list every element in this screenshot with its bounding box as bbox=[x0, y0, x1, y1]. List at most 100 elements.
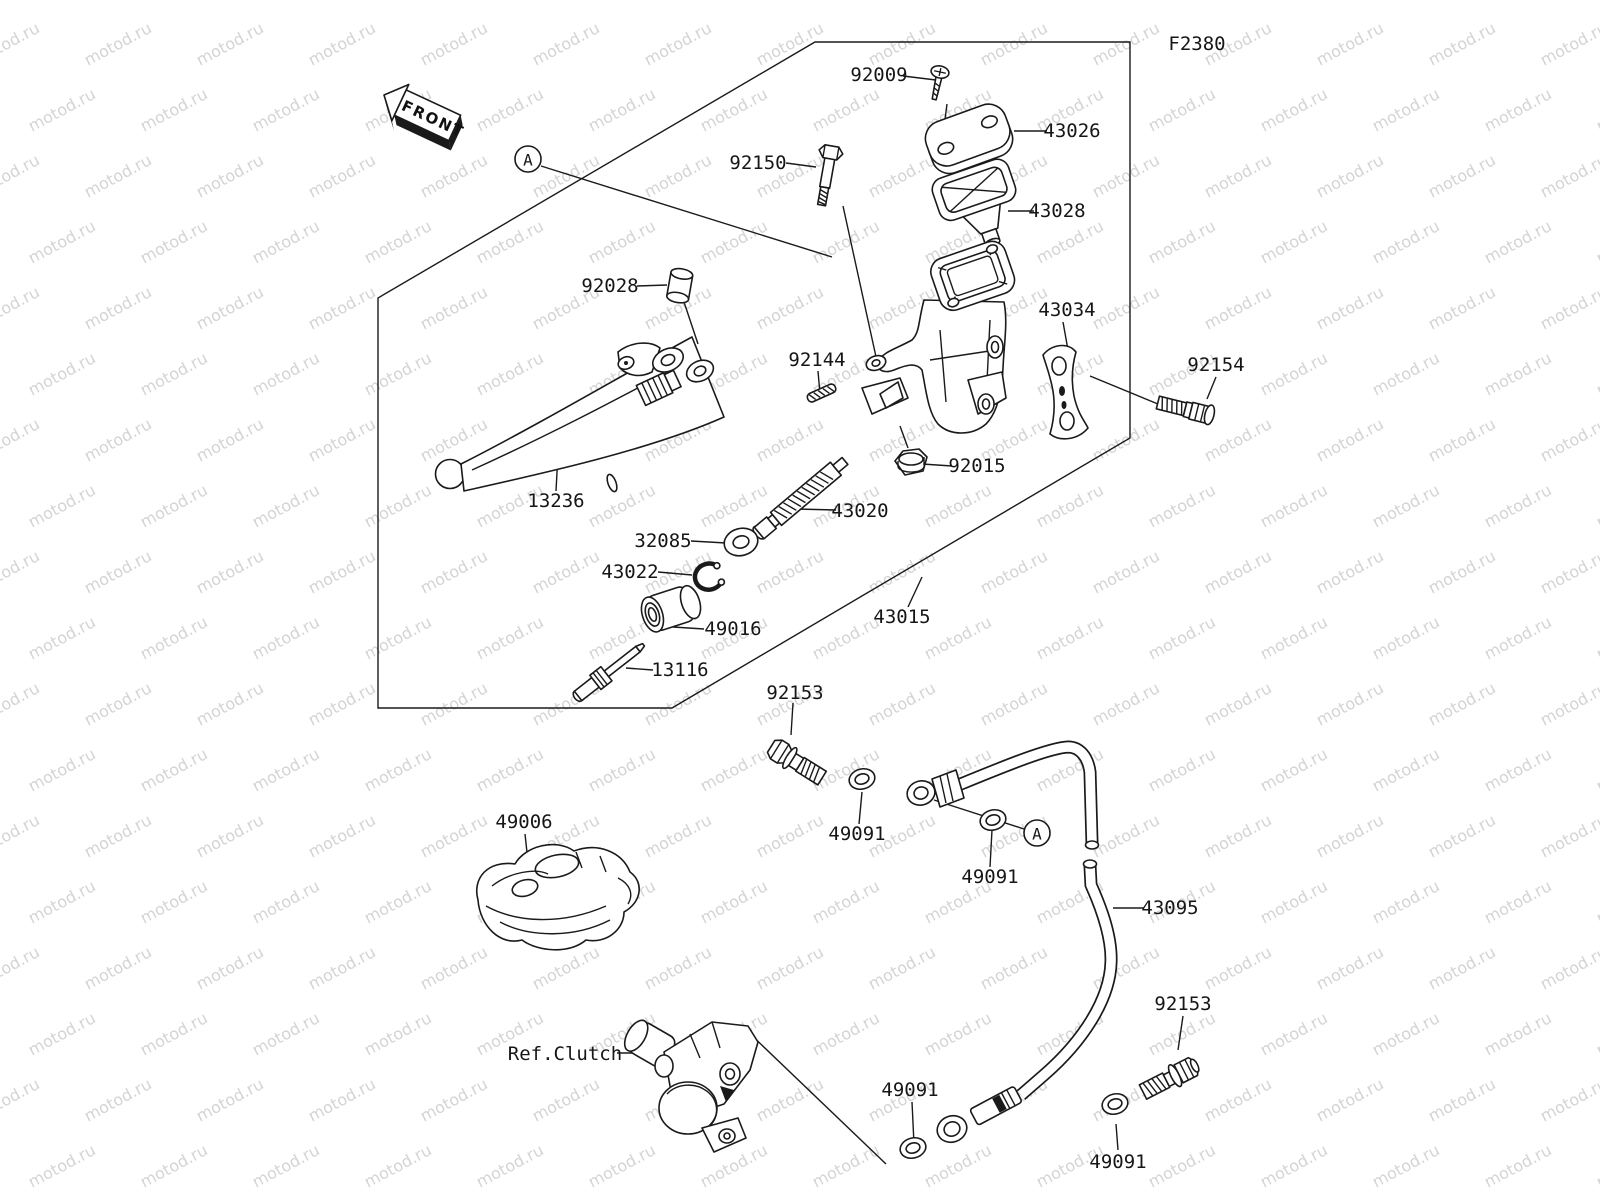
watermark-text: motod.ru bbox=[249, 0, 323, 4]
watermark-text: motod.ru bbox=[1145, 480, 1219, 531]
watermark-text: motod.ru bbox=[1425, 1074, 1499, 1125]
part-label-43028: 43028 bbox=[1028, 200, 1085, 222]
watermark-text: motod.ru bbox=[1201, 942, 1275, 993]
part-drawing-banjo-bolt-92153-top bbox=[766, 739, 828, 786]
svg-text:A: A bbox=[1032, 825, 1042, 844]
watermark-text: motod.ru bbox=[809, 1008, 883, 1059]
watermark-text: motod.ru bbox=[417, 18, 491, 69]
watermark-text: motod.ru bbox=[417, 1074, 491, 1125]
watermark-text: motod.ru bbox=[1425, 282, 1499, 333]
detail-marker-a: A bbox=[1023, 819, 1051, 847]
part-label-32085: 32085 bbox=[634, 530, 691, 552]
watermark-text: motod.ru bbox=[193, 414, 267, 465]
watermark-text: motod.ru bbox=[1089, 546, 1163, 597]
watermark-text: motod.ru bbox=[1089, 942, 1163, 993]
watermark-text: motod.ru bbox=[809, 876, 883, 927]
watermark-text: motod.ru bbox=[809, 1140, 883, 1191]
watermark-text: motod.ru bbox=[1537, 1074, 1600, 1125]
watermark-text: motod.ru bbox=[417, 150, 491, 201]
watermark-text: motod.ru bbox=[249, 1140, 323, 1191]
watermark-text: motod.ru bbox=[921, 1140, 995, 1191]
watermark-text: motod.ru bbox=[1201, 150, 1275, 201]
watermark-text: motod.ru bbox=[361, 0, 435, 4]
watermark-text: motod.ru bbox=[25, 612, 99, 663]
watermark-text: motod.ru bbox=[697, 876, 771, 927]
watermark-text: motod.ru bbox=[417, 942, 491, 993]
watermark-text: motod.ru bbox=[193, 546, 267, 597]
watermark-text: motod.ru bbox=[361, 744, 435, 795]
watermark-text: motod.ru bbox=[1313, 546, 1387, 597]
watermark-text: motod.ru bbox=[193, 1074, 267, 1125]
watermark-text: motod.ru bbox=[1593, 1008, 1600, 1059]
watermark-text: motod.ru bbox=[641, 150, 715, 201]
watermark-text: motod.ru bbox=[137, 1008, 211, 1059]
watermark-text: motod.ru bbox=[25, 216, 99, 267]
watermark-text: motod.ru bbox=[865, 942, 939, 993]
part-drawing-washer-49091-b bbox=[979, 808, 1007, 832]
watermark-text: motod.ru bbox=[361, 1008, 435, 1059]
watermark-text: motod.ru bbox=[1313, 810, 1387, 861]
callout-labels: F238092009430269215043028920284303492154… bbox=[495, 33, 1244, 1173]
watermark-text: motod.ru bbox=[1257, 1008, 1331, 1059]
watermark-text: motod.ru bbox=[1033, 216, 1107, 267]
watermark-text: motod.ru bbox=[753, 1074, 827, 1125]
watermark-text: motod.ru bbox=[193, 150, 267, 201]
watermark-text: motod.ru bbox=[0, 942, 43, 993]
watermark-text: motod.ru bbox=[249, 480, 323, 531]
watermark-text: motod.ru bbox=[361, 1140, 435, 1191]
watermark-text: motod.ru bbox=[1201, 282, 1275, 333]
watermark-text: motod.ru bbox=[1537, 282, 1600, 333]
watermark-text: motod.ru bbox=[697, 216, 771, 267]
watermark-text: motod.ru bbox=[1257, 216, 1331, 267]
watermark-text: motod.ru bbox=[1593, 84, 1600, 135]
watermark-text: motod.ru bbox=[1145, 84, 1219, 135]
watermark-text: motod.ru bbox=[1425, 942, 1499, 993]
watermark-text: motod.ru bbox=[1593, 480, 1600, 531]
watermark-text: motod.ru bbox=[305, 678, 379, 729]
watermark-text: motod.ru bbox=[641, 810, 715, 861]
part-label-92028: 92028 bbox=[581, 275, 638, 297]
watermark-text: motod.ru bbox=[1257, 84, 1331, 135]
part-drawing-rod-13116 bbox=[572, 642, 646, 703]
watermark-text: motod.ru bbox=[1145, 216, 1219, 267]
watermark-text: motod.ru bbox=[193, 678, 267, 729]
watermark-text: motod.ru bbox=[585, 84, 659, 135]
watermark-text: motod.ru bbox=[1201, 1074, 1275, 1125]
watermark-text: motod.ru bbox=[641, 942, 715, 993]
watermark-text: motod.ru bbox=[473, 612, 547, 663]
watermark-text: motod.ru bbox=[81, 18, 155, 69]
watermark-text: motod.ru bbox=[529, 1074, 603, 1125]
watermark-text: motod.ru bbox=[1313, 18, 1387, 69]
watermark-text: motod.ru bbox=[1089, 678, 1163, 729]
part-label-92144: 92144 bbox=[788, 349, 845, 371]
watermark-text: motod.ru bbox=[249, 1008, 323, 1059]
watermark-text: motod.ru bbox=[473, 744, 547, 795]
part-drawing-washer-49091-d bbox=[1101, 1092, 1129, 1116]
watermark-text: motod.ru bbox=[1145, 0, 1219, 4]
part-drawing-washer-32085 bbox=[723, 527, 759, 557]
part-drawing-hose-upper bbox=[906, 740, 1100, 850]
watermark-text: motod.ru bbox=[1425, 546, 1499, 597]
part-drawing-bushing-92028 bbox=[665, 267, 694, 304]
part-label-92150: 92150 bbox=[729, 152, 786, 174]
watermark-text: motod.ru bbox=[1481, 84, 1555, 135]
watermark-text: motod.ru bbox=[753, 282, 827, 333]
watermark-text: motod.ru bbox=[1593, 876, 1600, 927]
part-label-f2380: F2380 bbox=[1168, 33, 1225, 55]
watermark-text: motod.ru bbox=[697, 84, 771, 135]
watermark-text: motod.ru bbox=[1313, 1074, 1387, 1125]
part-drawing-locknut-92015 bbox=[894, 448, 928, 476]
watermark-text: motod.ru bbox=[1313, 942, 1387, 993]
part-label-49091: 49091 bbox=[828, 823, 885, 845]
watermark-text: motod.ru bbox=[193, 18, 267, 69]
watermark-text: motod.ru bbox=[81, 150, 155, 201]
watermark-text: motod.ru bbox=[305, 18, 379, 69]
watermark-text: motod.ru bbox=[977, 18, 1051, 69]
watermark-text: motod.ru bbox=[1089, 282, 1163, 333]
watermark-text: motod.ru bbox=[1145, 612, 1219, 663]
part-label-13236: 13236 bbox=[527, 490, 584, 512]
part-drawing-hose-lower-43095 bbox=[936, 859, 1118, 1144]
watermark-text: motod.ru bbox=[305, 150, 379, 201]
watermark-text: motod.ru bbox=[1537, 678, 1600, 729]
